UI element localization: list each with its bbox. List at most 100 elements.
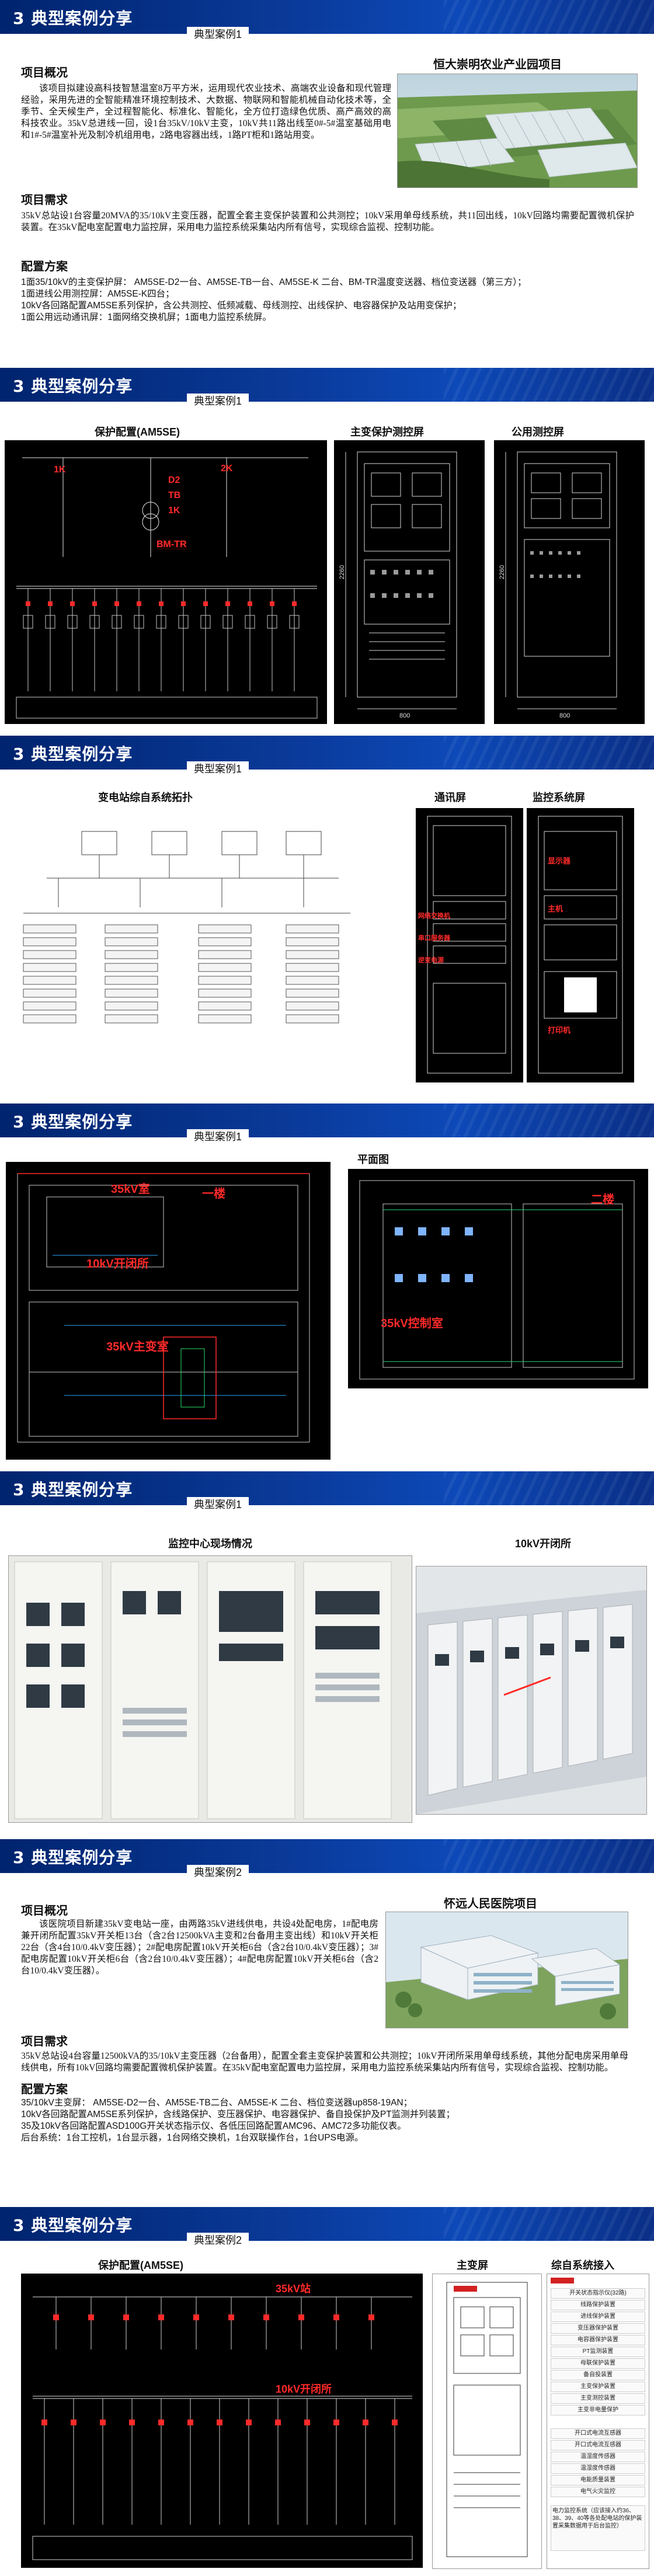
single-line-diagram: [21, 2274, 423, 2568]
monitor-panel-drawing: 显示器 主机 打印机: [527, 808, 634, 1082]
room-35kv-label: 35kV站: [276, 2283, 311, 2295]
project-name: 怀远人民医院项目: [444, 1898, 537, 1910]
comm-label-converter: 串口服务器: [418, 935, 450, 942]
section-title: 3 典型案例分享: [13, 377, 133, 396]
room-10kv-label: 10kV开闭所: [86, 1258, 149, 1270]
section-title: 3 典型案例分享: [13, 2216, 133, 2235]
integration-item: 温湿度传感器: [551, 2452, 645, 2462]
project-name: 恒大崇明农业产业园项目: [433, 58, 562, 71]
config-line: 1面进线公用测控屏：AM5SE-K四台；: [21, 289, 175, 299]
switchgear-photo: [416, 1567, 646, 1814]
integration-item: 主变保护装置: [551, 2382, 645, 2392]
config-list: 35/10kV主变屏： AM5SE-D2一台、AM5SE-TB二台、AM5SE-…: [21, 2097, 634, 2144]
integration-item: 主变非电量保护: [551, 2405, 645, 2415]
monitor-center-photo: [8, 1555, 412, 1823]
hospital-rendering-image: [386, 1912, 628, 2028]
integration-item: 母联保护装置: [551, 2358, 645, 2369]
config-line: 1面35/10kV的主变保护屏： AM5SE-D2一台、AM5SE-TB一台、A…: [21, 277, 527, 287]
switch-station-caption: 10kV开闭所: [515, 1538, 572, 1550]
slide-case1-overview: 3 典型案例分享 典型案例1 项目概况 该项目拟建设高科技智慧温室8万平方米，运…: [0, 0, 654, 368]
section-header: 3 典型案例分享: [0, 2207, 654, 2241]
integration-item: 温湿度传感器: [551, 2463, 645, 2474]
integration-item: 电气火灾监控: [551, 2487, 645, 2497]
needs-text: 35kV总站设4台容量12500kVA的35/10kV主变压器（2台备用），配置…: [21, 2051, 628, 2073]
protection-label-tb: TB: [168, 490, 181, 500]
public-panel-drawing: 800 2260: [494, 440, 645, 724]
config-heading: 配置方案: [21, 260, 68, 273]
config-line: 35及10kV各回路配置ASD100G开关状态指示仪、各低压回路配置AMC96、…: [21, 2121, 406, 2131]
panel-height-dim: 2260: [339, 565, 346, 580]
comm-label-inverter: 逆变电源: [418, 957, 444, 964]
integration-panel: 开关状态指示仪(32路) 线路保护装置 进线保护装置 变压器保护装置 电容器保护…: [547, 2274, 649, 2569]
slide-case1-floorplan: 3 典型案例分享 典型案例1 平面图 一楼 3: [0, 1103, 654, 1471]
integration-item: 主变测控装置: [551, 2393, 645, 2404]
integration-item: 开口式电流互感器: [551, 2440, 645, 2450]
room-10kv-label: 10kV开闭所: [276, 2383, 332, 2395]
main-panel-drawing: [432, 2274, 542, 2569]
slide-case1-protection: 3 典型案例分享 典型案例1 保护配置(AM5SE) 主变保护测控屏 公用测控屏: [0, 368, 654, 736]
config-line: 1面公用远动通讯屏：1面网络交换机屏；1面电力监控系统屏。: [21, 312, 272, 322]
comm-panel-caption: 通讯屏: [434, 792, 466, 803]
section-title: 3 典型案例分享: [13, 1480, 133, 1499]
comm-label-switch: 网络交换机: [418, 913, 450, 920]
slide-case2-overview: 3 典型案例分享 典型案例2 项目概况 该医院项目新建35kV变电站一座，由两路…: [0, 1839, 654, 2207]
section-header: 3 典型案例分享: [0, 1471, 654, 1505]
main-panel-drawing: 800 2260: [334, 440, 485, 724]
needs-heading: 项目需求: [21, 194, 68, 207]
protection-caption: 保护配置(AM5SE): [95, 426, 180, 438]
switch-station-photo: [416, 1566, 647, 1815]
project-photo: [385, 1912, 628, 2028]
section-header: 3 典型案例分享: [0, 1103, 654, 1137]
case-subtitle: 典型案例1: [187, 394, 249, 409]
panel-height-dim: 2260: [499, 565, 506, 580]
protection-label-2k: 2K: [221, 464, 233, 474]
monitor-panel-caption: 监控系统屏: [533, 792, 585, 803]
case-subtitle: 典型案例1: [187, 761, 249, 777]
protection-label-d2: D2: [168, 475, 180, 485]
control-room-label: 35kV控制室: [381, 1317, 443, 1330]
floor1-label: 一楼: [202, 1188, 225, 1200]
protection-label-1k-b: 1K: [168, 506, 180, 516]
room-35kv-label: 35kV室: [111, 1183, 150, 1196]
public-panel-caption: 公用测控屏: [512, 426, 564, 438]
config-line: 10kV各回路配置AM5SE系列保护，含公共测控、低频减载、母线测控、出线保护、…: [21, 301, 462, 311]
section-title: 3 典型案例分享: [13, 744, 133, 764]
cabinet-front-drawing: [494, 440, 645, 724]
overview-heading: 项目概况: [21, 1905, 68, 1917]
monitor-label-display: 显示器: [548, 857, 571, 865]
section-header: 3 典型案例分享: [0, 0, 654, 34]
case-subtitle: 典型案例2: [187, 1865, 249, 1880]
monitor-label-printer: 打印机: [548, 1026, 571, 1035]
section-title: 3 典型案例分享: [13, 1848, 133, 1867]
integration-item: 线路保护装置: [551, 2300, 645, 2310]
section-header: 3 典型案例分享: [0, 1839, 654, 1873]
config-heading: 配置方案: [21, 2083, 68, 2096]
config-list: 1面35/10kV的主变保护屏： AM5SE-D2一台、AM5SE-TB一台、A…: [21, 277, 634, 323]
monitor-site-caption: 监控中心现场情况: [168, 1538, 252, 1550]
protection-wiring-diagram: 35kV站 10kV开闭所: [21, 2274, 423, 2568]
case-subtitle: 典型案例1: [187, 27, 249, 42]
cabinet-front-drawing: [416, 808, 523, 1082]
integration-item: 开关状态指示仪(32路): [551, 2288, 645, 2299]
main-panel-caption: 主变屏: [457, 2260, 488, 2271]
project-photo: [397, 74, 638, 188]
integration-item: 电能质量装置: [551, 2475, 645, 2486]
floor2-label: 二楼: [591, 1193, 614, 1206]
cabinet-photo: [9, 1556, 412, 1822]
slide-case1-topology: 3 典型案例分享 典型案例1 变电站综自系统拓扑 通讯屏 监控系统屏: [0, 736, 654, 1103]
floor-plan-1: [6, 1162, 331, 1460]
floor-plan-caption: 平面图: [357, 1154, 389, 1165]
integration-item: 开口式电流互感器: [551, 2428, 645, 2439]
protection-wiring-diagram: 1K D2 TB 1K BM-TR 2K: [5, 440, 327, 724]
integration-note: 电力监控系统（应该接入约36、38、39、40等各处配电站的保护装置采集数据用于…: [551, 2505, 645, 2551]
section-header: 3 典型案例分享: [0, 736, 654, 770]
section-title: 3 典型案例分享: [13, 9, 133, 28]
floor1-plan-drawing: 一楼 35kV室 10kV开闭所 35kV主变室: [6, 1162, 331, 1460]
single-line-diagram: [5, 440, 327, 724]
integration-item: 变压器保护装置: [551, 2323, 645, 2334]
config-line: 35/10kV主变屏： AM5SE-D2一台、AM5SE-TB二台、AM5SE-…: [21, 2098, 413, 2108]
section-title: 3 典型案例分享: [13, 1112, 133, 1132]
main-panel-caption: 主变保护测控屏: [350, 426, 424, 438]
slide-case1-site-photos: 3 典型案例分享 典型案例1 监控中心现场情况 10kV开闭所: [0, 1471, 654, 1839]
panel-width-dim: 800: [399, 712, 411, 719]
